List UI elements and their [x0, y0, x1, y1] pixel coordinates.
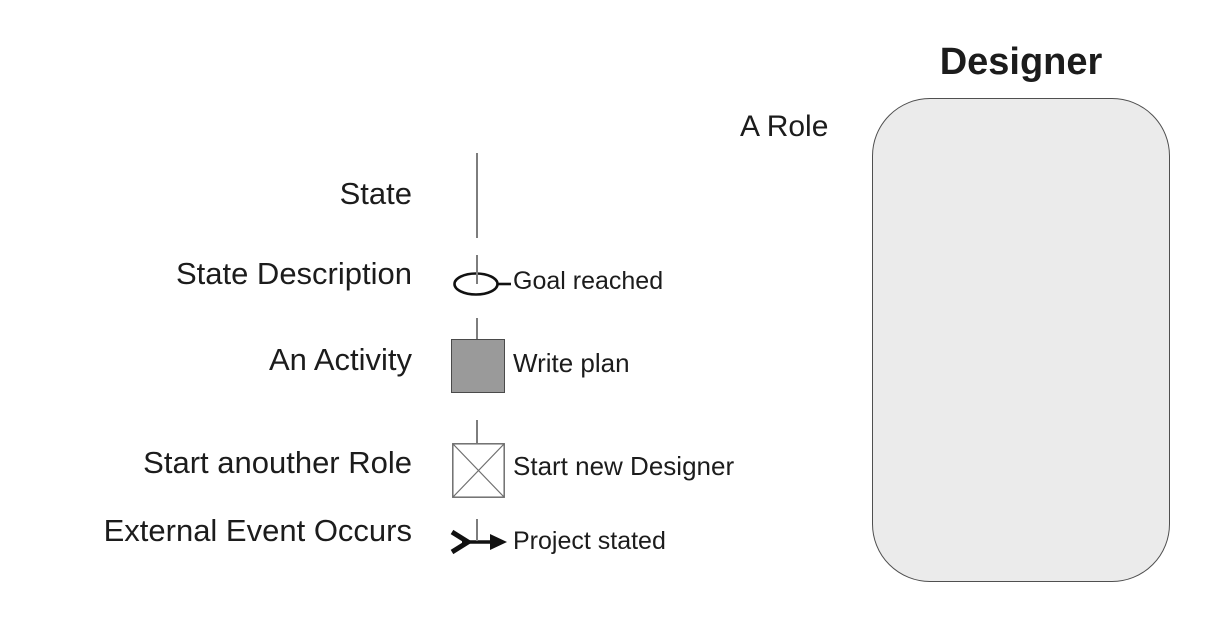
example-start-new-designer: Start new Designer	[513, 451, 735, 481]
role-label: A Role	[740, 110, 829, 143]
example-goal-reached: Goal reached	[513, 267, 664, 295]
activity-square-icon	[451, 339, 505, 393]
state-line-segment	[476, 420, 478, 443]
legend-term-state-description: State Description	[175, 256, 412, 291]
example-write-plan: Write plan	[513, 348, 630, 378]
legend-term-activity: An Activity	[269, 342, 412, 377]
external-event-arrow-icon	[450, 529, 507, 555]
start-role-crossed-box-icon	[452, 443, 505, 498]
state-line-segment	[476, 519, 478, 541]
example-project-stated: Project stated	[513, 527, 666, 555]
role-rounded-rectangle	[872, 98, 1170, 582]
legend-term-start-another-role: Start anouther Role	[143, 445, 412, 480]
state-line-icon	[476, 153, 478, 238]
state-line-segment	[476, 318, 478, 339]
legend-term-external-event: External Event Occurs	[103, 513, 412, 548]
state-description-ellipse-icon	[453, 272, 511, 296]
role-title: Designer	[939, 41, 1103, 83]
state-line-segment	[476, 255, 478, 284]
legend-term-state: State	[339, 176, 412, 211]
